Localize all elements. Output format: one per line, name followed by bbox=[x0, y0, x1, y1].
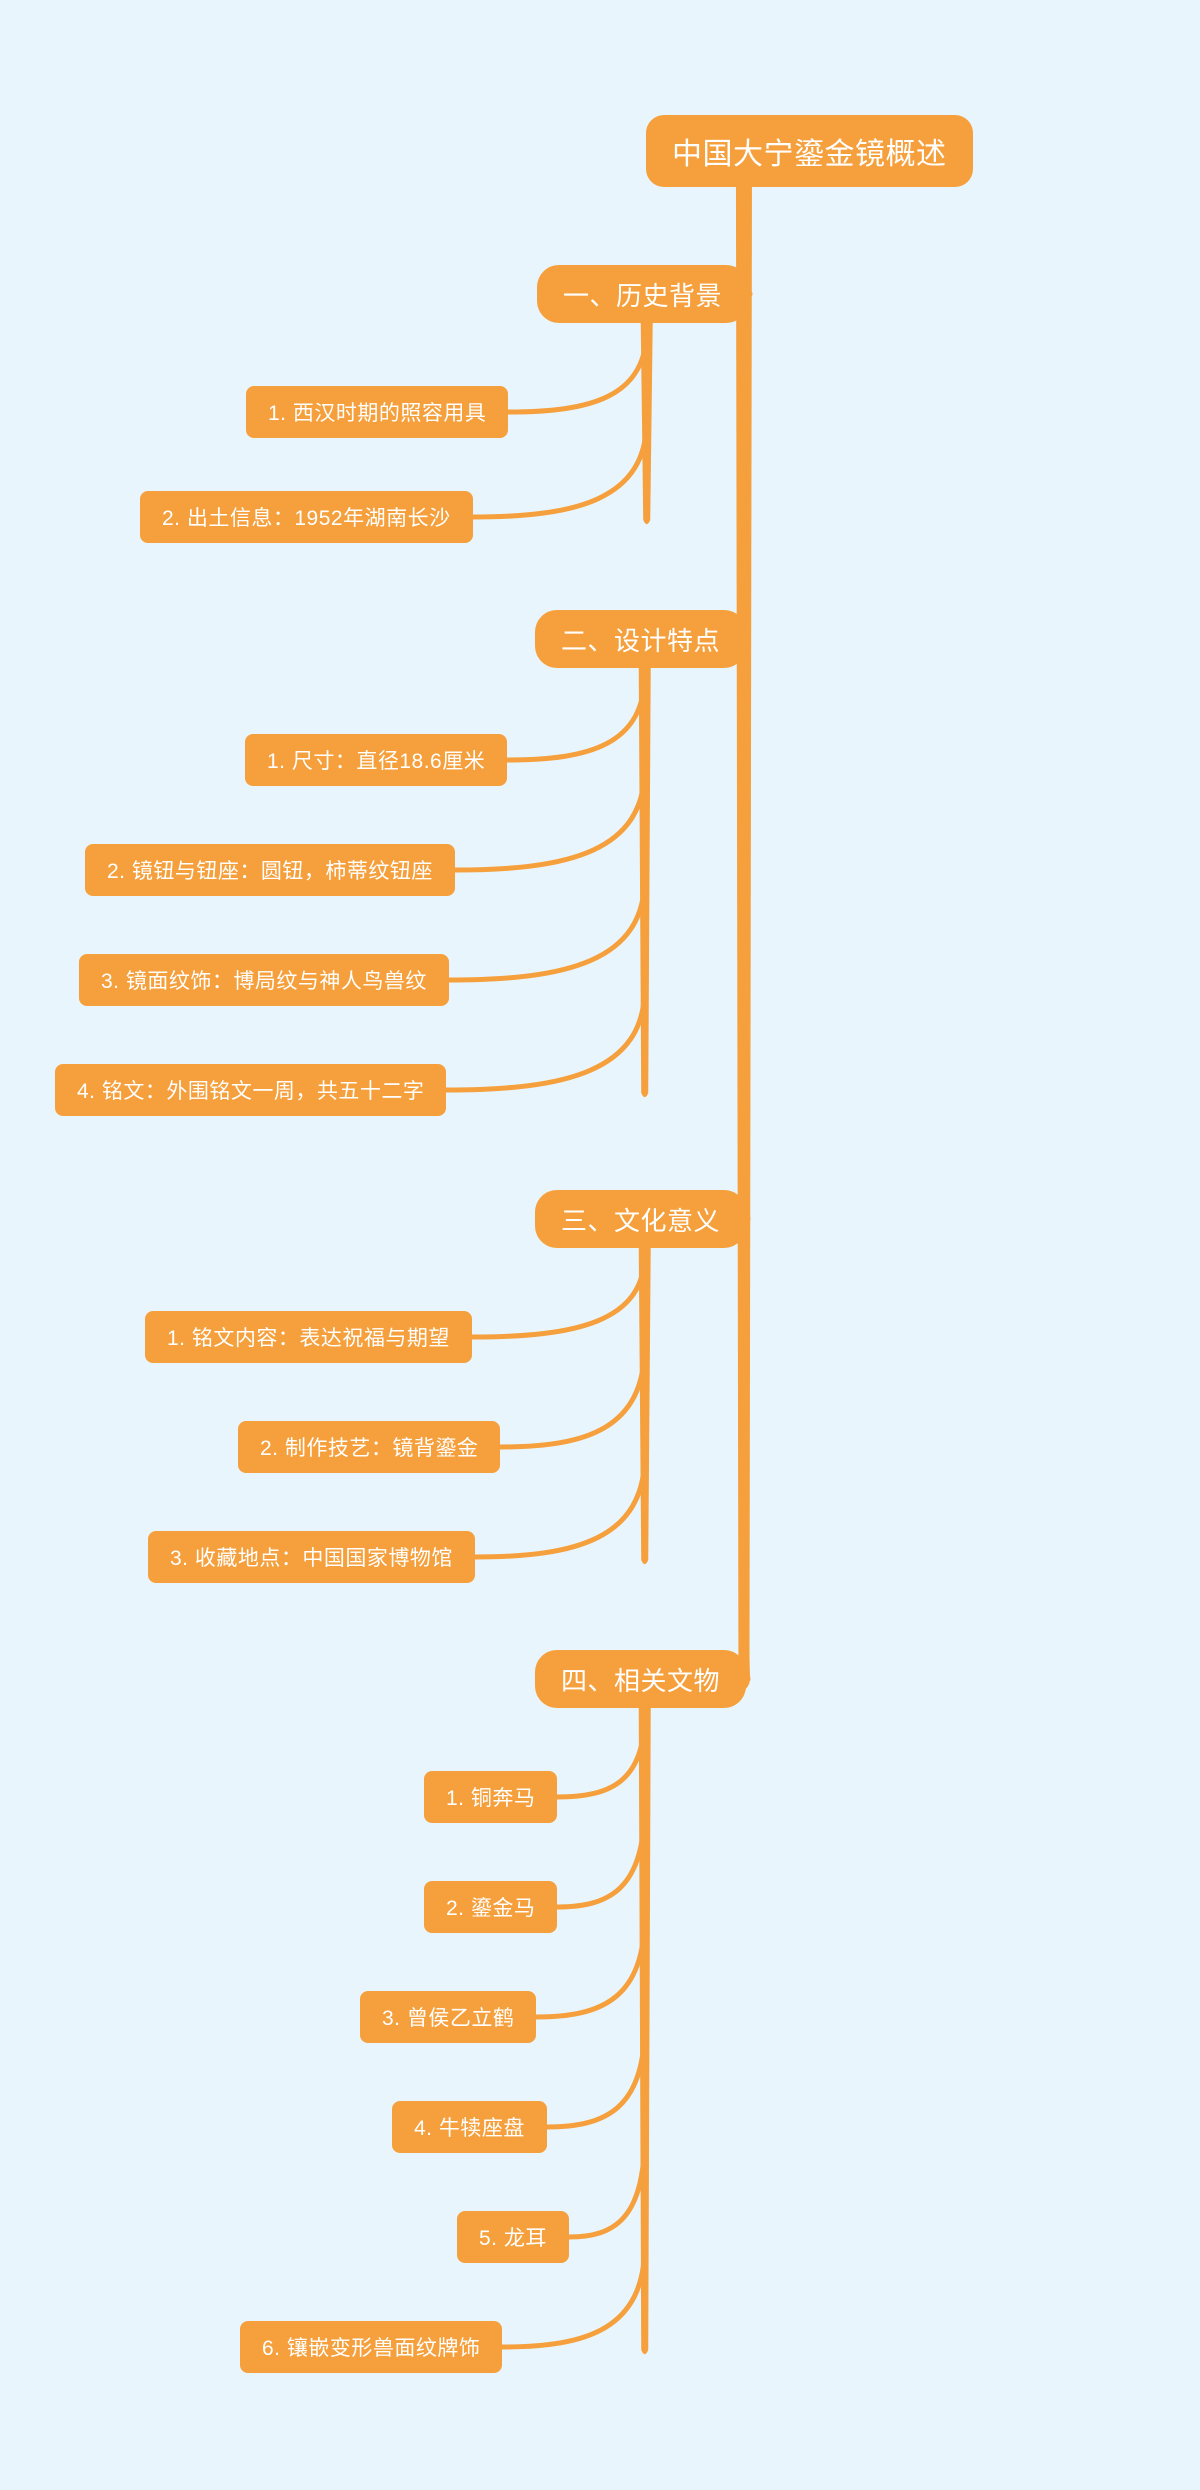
connector-curve bbox=[504, 671, 648, 763]
mindmap-leaf-node-4-1[interactable]: 1. 铜奔马 bbox=[424, 1771, 558, 1823]
mindmap-root-node[interactable]: 中国大宁鎏金镜概述 bbox=[646, 115, 973, 187]
mindmap-leaf-node-1-2[interactable]: 2. 出土信息：1952年湖南长沙 bbox=[140, 491, 473, 543]
connector-curve bbox=[443, 985, 648, 1093]
mindmap-leaf-label-2-3: 3. 镜面纹饰：博局纹与神人鸟兽纹 bbox=[101, 970, 427, 993]
mindmap-leaf-node-2-4[interactable]: 4. 铭文：外围铭文一周，共五十二字 bbox=[55, 1064, 447, 1116]
mindmap-branch-node-2[interactable]: 二、设计特点 bbox=[535, 610, 747, 668]
connector-trunk bbox=[640, 322, 653, 525]
connector-trunk bbox=[735, 186, 752, 1690]
mindmap-leaf-label-2-4: 4. 铭文：外围铭文一周，共五十二字 bbox=[77, 1080, 425, 1103]
connector-curve bbox=[566, 2132, 648, 2240]
mindmap-leaf-node-3-3[interactable]: 3. 收藏地点：中国国家博物馆 bbox=[148, 1531, 475, 1583]
connector-trunk bbox=[638, 1707, 651, 2355]
connector-curve bbox=[739, 644, 751, 1224]
mindmap-leaf-label-4-2: 2. 鎏金马 bbox=[446, 1897, 536, 1920]
mindmap-leaf-label-4-4: 4. 牛犊座盘 bbox=[414, 2117, 525, 2140]
connector-curve bbox=[554, 1711, 648, 1800]
mindmap-leaf-label-4-3: 3. 曾侯乙立鹤 bbox=[382, 2007, 515, 2030]
mindmap-leaf-node-4-6[interactable]: 6. 镶嵌变形兽面纹牌饰 bbox=[240, 2321, 503, 2373]
mindmap-branch-label-4: 四、相关文物 bbox=[561, 1665, 721, 1696]
mindmap-leaf-label-4-6: 6. 镶嵌变形兽面纹牌饰 bbox=[262, 2337, 481, 2360]
connector-curve bbox=[739, 299, 751, 644]
connector-trunk bbox=[638, 667, 651, 1098]
mindmap-leaf-node-4-2[interactable]: 2. 鎏金马 bbox=[424, 1881, 558, 1933]
mindmap-leaf-node-4-3[interactable]: 3. 曾侯乙立鹤 bbox=[360, 1991, 537, 2043]
mindmap-root-label: 中国大宁鎏金镜概述 bbox=[672, 138, 947, 171]
connector-curve bbox=[497, 1342, 648, 1450]
mindmap-leaf-label-2-2: 2. 镜钮与钮座：圆钮，柿蒂纹钮座 bbox=[107, 860, 433, 883]
mindmap-leaf-label-4-5: 5. 龙耳 bbox=[479, 2227, 547, 2250]
connector-curve bbox=[544, 2022, 648, 2130]
mindmap-leaf-label-3-1: 1. 铭文内容：表达祝福与期望 bbox=[167, 1327, 450, 1350]
mindmap-leaf-label-3-2: 2. 制作技艺：镜背鎏金 bbox=[260, 1437, 479, 1460]
connector-trunk bbox=[638, 1247, 651, 1565]
connector-curve bbox=[446, 875, 648, 983]
mindmap-leaf-node-4-4[interactable]: 4. 牛犊座盘 bbox=[392, 2101, 547, 2153]
mindmap-branch-node-4[interactable]: 四、相关文物 bbox=[535, 1650, 747, 1708]
mindmap-leaf-node-1-1[interactable]: 1. 西汉时期的照容用具 bbox=[246, 386, 509, 438]
mindmap-leaf-label-4-1: 1. 铜奔马 bbox=[446, 1787, 536, 1810]
mindmap-branch-label-2: 二、设计特点 bbox=[561, 625, 721, 656]
mindmap-leaf-label-3-3: 3. 收藏地点：中国国家博物馆 bbox=[170, 1547, 453, 1570]
mindmap-branch-node-1[interactable]: 一、历史背景 bbox=[537, 265, 749, 323]
connector-curve bbox=[469, 1251, 648, 1340]
mindmap-branch-node-3[interactable]: 三、文化意义 bbox=[535, 1190, 747, 1248]
connector-curve bbox=[739, 1224, 751, 1684]
mindmap-leaf-node-4-5[interactable]: 5. 龙耳 bbox=[457, 2211, 569, 2263]
mindmap-leaf-node-2-1[interactable]: 1. 尺寸：直径18.6厘米 bbox=[245, 734, 508, 786]
mindmap-leaf-label-1-1: 1. 西汉时期的照容用具 bbox=[268, 402, 487, 425]
mindmap-branch-label-1: 一、历史背景 bbox=[563, 280, 723, 311]
mindmap-branch-label-3: 三、文化意义 bbox=[561, 1205, 721, 1236]
connector-curve bbox=[472, 1452, 648, 1560]
mindmap-leaf-node-2-2[interactable]: 2. 镜钮与钮座：圆钮，柿蒂纹钮座 bbox=[85, 844, 455, 896]
mindmap-leaf-node-3-1[interactable]: 1. 铭文内容：表达祝福与期望 bbox=[145, 1311, 472, 1363]
mindmap-leaf-node-2-3[interactable]: 3. 镜面纹饰：博局纹与神人鸟兽纹 bbox=[79, 954, 449, 1006]
connector-curve bbox=[505, 326, 650, 415]
connector-curve bbox=[554, 1802, 648, 1910]
mindmap-leaf-node-3-2[interactable]: 2. 制作技艺：镜背鎏金 bbox=[238, 1421, 501, 1473]
mindmap-leaf-label-2-1: 1. 尺寸：直径18.6厘米 bbox=[267, 750, 486, 773]
mindmap-leaf-label-1-2: 2. 出土信息：1952年湖南长沙 bbox=[162, 507, 451, 530]
